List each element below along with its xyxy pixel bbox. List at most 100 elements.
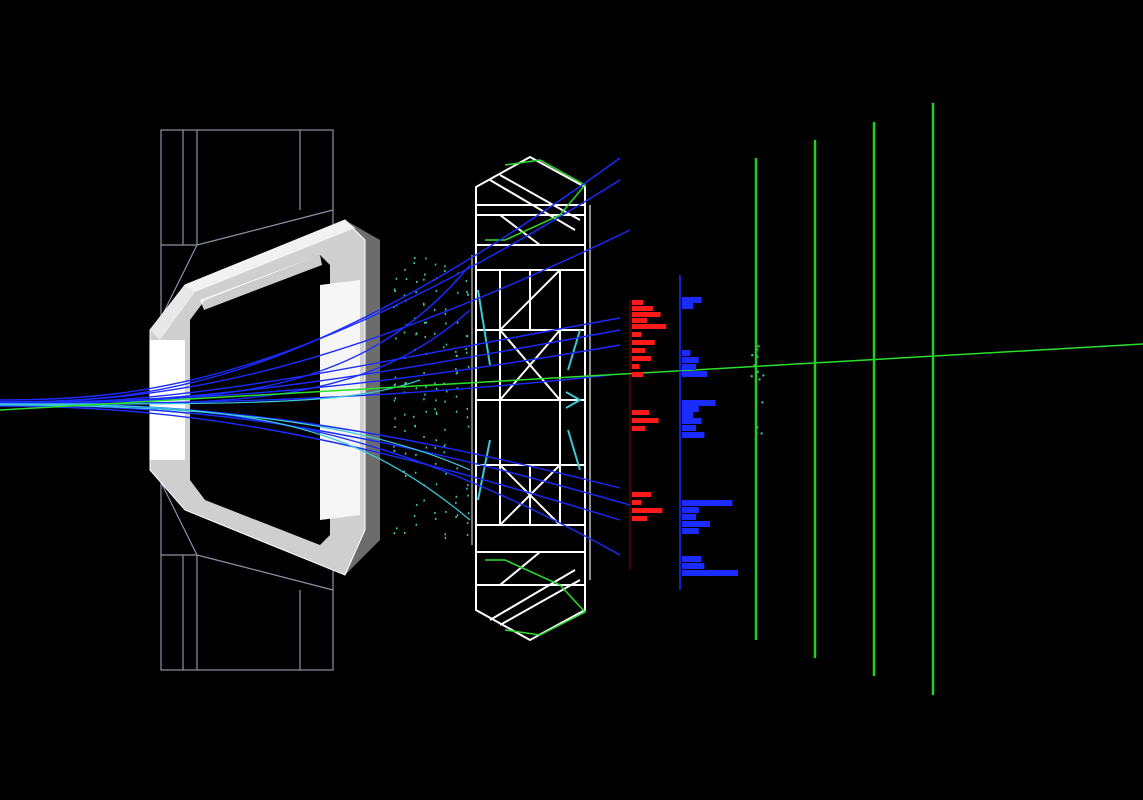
ecal-deposit	[632, 516, 648, 521]
tracker-hit	[435, 517, 437, 520]
rich-detector	[475, 155, 586, 642]
tracker-hit	[457, 291, 459, 294]
tracker-hit	[415, 291, 417, 294]
hcal-deposit	[682, 412, 694, 418]
tracker-hit	[413, 415, 415, 418]
tracker-hit	[403, 413, 406, 416]
tracker-hit	[455, 495, 458, 498]
tracker-hit	[465, 348, 467, 351]
tracker-hit	[415, 523, 418, 526]
tracker-hit	[456, 371, 459, 374]
hcal-deposit	[682, 563, 705, 569]
tracker-hit	[425, 446, 428, 449]
tracker-hit	[404, 268, 406, 271]
tracker-hit	[394, 425, 396, 428]
tracker-hit	[466, 407, 469, 410]
hcal-deposit	[682, 350, 691, 356]
tracker-hit	[394, 376, 397, 379]
tracker-hit	[444, 444, 446, 447]
tracker-hit	[394, 417, 396, 420]
tracker-hit	[414, 425, 416, 428]
tracker-hit	[445, 472, 447, 475]
tracker-hit	[435, 411, 438, 414]
tracker-hit	[423, 435, 425, 438]
ecal-deposit	[632, 300, 644, 305]
tracker-hit	[393, 445, 395, 448]
tracker-hit	[455, 350, 457, 353]
hcal-deposit	[682, 521, 710, 527]
tracker-hit	[415, 280, 418, 283]
tracker-hit	[394, 383, 397, 386]
tracker-hit	[456, 467, 458, 470]
tracker-hit	[403, 331, 406, 334]
hcal-deposit	[682, 528, 699, 534]
tracker-hit	[444, 428, 446, 431]
tracker-hit	[435, 387, 438, 390]
hcal-deposit	[682, 507, 699, 513]
tracker-hit	[405, 382, 408, 385]
ecal-deposit	[632, 500, 642, 505]
tracker-hit	[434, 511, 436, 514]
tracker-hit	[395, 527, 398, 530]
tracker-hit	[423, 302, 425, 305]
hcal-deposit	[682, 400, 716, 406]
ecal-deposit	[632, 508, 663, 513]
tracker-hit	[395, 304, 398, 307]
ecal-deposit	[632, 364, 640, 369]
tracker-hit	[467, 512, 470, 515]
tracker-hit	[435, 289, 438, 292]
tracker-hit	[445, 510, 447, 513]
tracker-hit	[434, 446, 436, 449]
tracker-hit	[466, 351, 468, 354]
tracker-hit	[404, 429, 406, 432]
tracker-hit	[424, 336, 426, 339]
muon-hit	[760, 432, 763, 435]
tracker-hit	[425, 385, 427, 388]
tracker-hit	[414, 257, 416, 260]
tracker-hit	[413, 514, 416, 517]
tracker-hit	[425, 410, 427, 413]
hcal-deposit	[682, 500, 733, 506]
ecal-deposit	[632, 348, 646, 353]
tracker-hit	[467, 425, 470, 428]
tracker-hit	[415, 453, 417, 456]
tracker-hit	[445, 343, 448, 346]
tracker-hit	[395, 337, 397, 340]
tracker-hit	[395, 277, 398, 280]
tracker-hit	[413, 262, 415, 265]
ecal-deposit	[632, 492, 651, 497]
ecal-deposit	[632, 332, 642, 337]
muon-hit	[757, 345, 760, 348]
tracker-hit	[455, 395, 458, 398]
tracker-hit	[414, 471, 417, 474]
hcal-deposit	[682, 357, 699, 363]
ecal-deposit	[632, 340, 655, 345]
hcal-deposit	[682, 514, 696, 520]
tracker-hit	[393, 399, 396, 402]
tracker-hit	[445, 322, 447, 325]
tracker-hit	[423, 321, 426, 324]
tracker-hit	[467, 293, 469, 296]
tracker-hit	[443, 346, 445, 349]
hcal-deposit	[682, 297, 702, 303]
ecal-deposit	[632, 418, 659, 423]
tracker-hit	[415, 333, 417, 336]
tracker-hit	[445, 390, 448, 393]
hcal-deposit	[682, 364, 696, 370]
hcal-deposits	[682, 297, 738, 576]
tracker-hit	[435, 483, 438, 486]
tracker-hit	[423, 303, 425, 306]
tracker-hit	[466, 416, 469, 419]
muon-hit	[762, 374, 765, 377]
tracker-hit	[393, 306, 395, 309]
tracker-hit	[435, 439, 437, 442]
tracker-hit	[404, 475, 407, 478]
tracker-hit	[466, 335, 469, 338]
ecal-deposit	[632, 410, 650, 415]
tracker-hit	[423, 278, 425, 281]
ecal-deposit	[632, 306, 653, 311]
tracker-hit	[444, 270, 446, 273]
muon-hit	[756, 370, 759, 373]
tracker-hit	[444, 308, 447, 311]
tracker-hit	[393, 384, 396, 387]
